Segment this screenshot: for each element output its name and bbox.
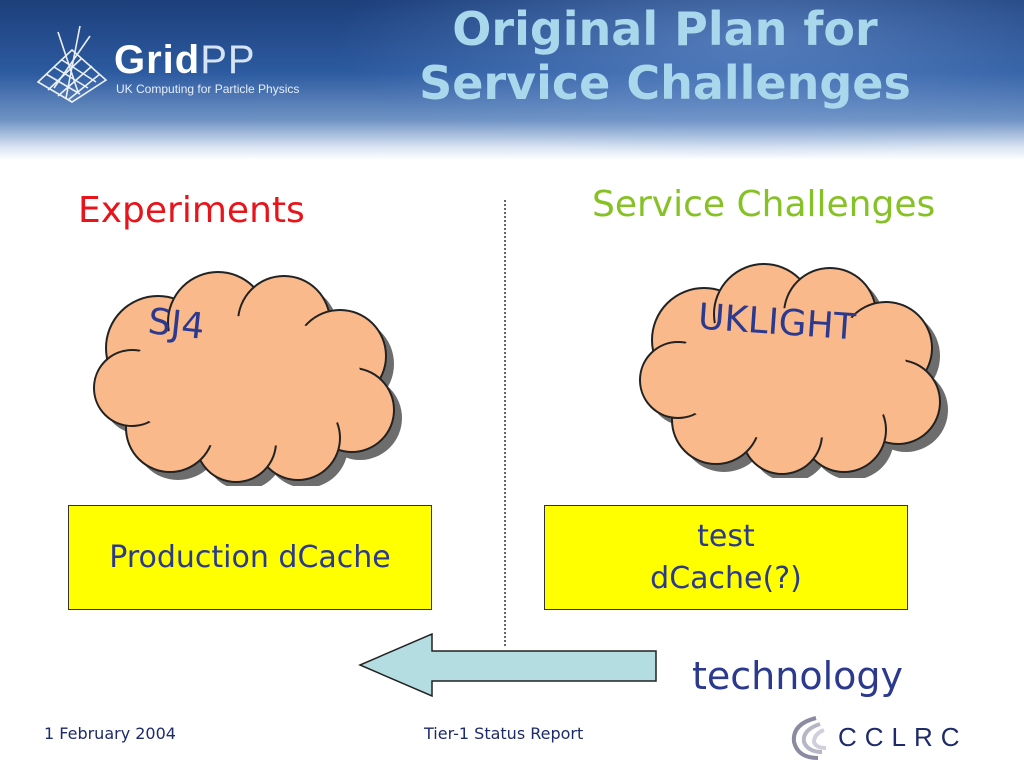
technology-label: technology [692,654,904,698]
left-arrow [358,632,657,698]
test-dcache-line-2: dCache(?) [650,560,802,596]
production-dcache-box: Production dCache [68,505,432,610]
cclrc-wordmark: CCLRC [838,722,968,752]
header-glow [330,0,1024,160]
logo-tagline: UK Computing for Particle Physics [116,82,300,96]
production-dcache-label: Production dCache [109,539,391,575]
uklight-cloud-shape [639,263,948,478]
logo-name-bold: Grid [114,38,201,82]
sj4-label: SJ4 [146,301,207,348]
experiments-heading: Experiments [78,190,305,231]
service-challenges-heading: Service Challenges [592,184,936,225]
slide-title: Original Plan for Service Challenges [360,2,970,110]
test-dcache-line-1: test [697,518,755,554]
gridpp-logo-icon [36,25,108,103]
title-line-2: Service Challenges [419,56,911,110]
header-banner: GridPP UK Computing for Particle Physics… [0,0,1024,160]
footer-title: Tier-1 Status Report [424,724,584,743]
sj4-cloud-shape [93,271,402,486]
title-line-1: Original Plan for [452,2,878,56]
footer-date: 1 February 2004 [44,724,176,743]
test-dcache-box: test dCache(?) [544,505,908,610]
column-divider [504,200,506,646]
cclrc-logo-icon [791,716,827,760]
gridpp-wordmark: GridPP [114,38,256,83]
logo-name-light: PP [200,38,256,82]
